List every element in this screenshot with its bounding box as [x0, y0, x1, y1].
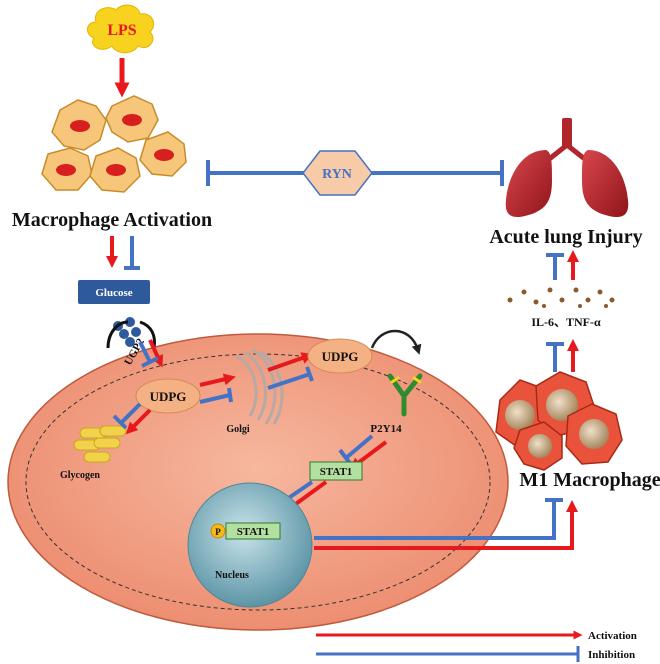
glucose-to-udpg-inhibition [138, 341, 159, 368]
stat1-cyto-label: STAT1 [320, 466, 353, 478]
glucose-to-udpg-arrow [148, 339, 163, 368]
udpg-to-glycogen-arrow [125, 408, 152, 435]
m1-macrophage-label: M1 Macrophage [519, 469, 660, 491]
udpg-right-label: UDPG [322, 349, 359, 364]
macrophage-cell [89, 147, 141, 193]
ryn-label: RYN [322, 167, 352, 182]
stat1-nuclear-label: STAT1 [237, 526, 270, 538]
macrophage-activation-label: Macrophage Activation [12, 209, 212, 231]
ugp2-transporter [106, 317, 156, 349]
lps-label: LPS [107, 22, 136, 39]
macrophage-cell [139, 131, 187, 177]
activation-to-glucose-inhibition [124, 236, 140, 270]
macrophage-cell [105, 95, 159, 143]
cell-body [7, 333, 509, 631]
cytokine-label: IL-6、TNF-α [531, 315, 601, 329]
legend-inhibition-label: Inhibition [588, 649, 635, 661]
phospho-label: P [215, 527, 221, 537]
udpg-left-label: UDPG [150, 389, 187, 404]
ryn-inhibition: RYN [206, 150, 504, 196]
golgi-to-udpg-inhibition [267, 366, 314, 390]
acute-lung-injury-label: Acute lung Injury [489, 226, 642, 248]
macrophage-cluster [41, 95, 187, 193]
lps-cloud: LPS [87, 4, 155, 54]
golgi-label: Golgi [226, 424, 250, 435]
nucleus-label: Nucleus [215, 570, 249, 581]
p2y14-label: P2Y14 [370, 423, 402, 435]
legend-inhibition: Inhibition [316, 646, 635, 662]
udpg-release-arrow [370, 329, 422, 355]
legend-activation-label: Activation [588, 630, 637, 642]
p2y14-receptor [387, 373, 423, 417]
glycogen-label: Glycogen [60, 470, 100, 481]
phospho-stat1: P STAT1 [210, 522, 281, 540]
udpg-to-golgi-arrow [199, 373, 236, 387]
nucleus-to-m1-inhibition [314, 498, 563, 540]
nucleus-to-m1-activation [314, 500, 578, 550]
legend-activation: Activation [316, 630, 637, 642]
ryn-hexagon [302, 150, 373, 196]
lungs-icon [505, 118, 629, 218]
macrophage-cell [41, 147, 93, 191]
macrophage-cell [51, 99, 107, 151]
cytokine-to-lung-arrows [546, 250, 579, 280]
legend: Activation Inhibition [316, 630, 637, 662]
stat1-cytoplasmic: STAT1 [309, 461, 363, 481]
m1-macrophage-cluster [495, 371, 623, 471]
m1-to-cytokine-arrows [546, 339, 579, 372]
cytokine-dots [507, 287, 615, 308]
glycogen-icon [73, 425, 127, 463]
udpg-left-node: UDPG [135, 378, 201, 414]
glucose-label: Glucose [95, 287, 132, 299]
udpg-right-node: UDPG [307, 338, 373, 374]
udpg-to-glycogen-inhibition [112, 402, 142, 430]
nucleus: Nucleus [187, 482, 313, 608]
udpg-to-golgi-inhibition [199, 387, 233, 404]
golgi-to-udpg-arrow [267, 352, 314, 372]
glucose-box: Glucose [78, 280, 150, 304]
